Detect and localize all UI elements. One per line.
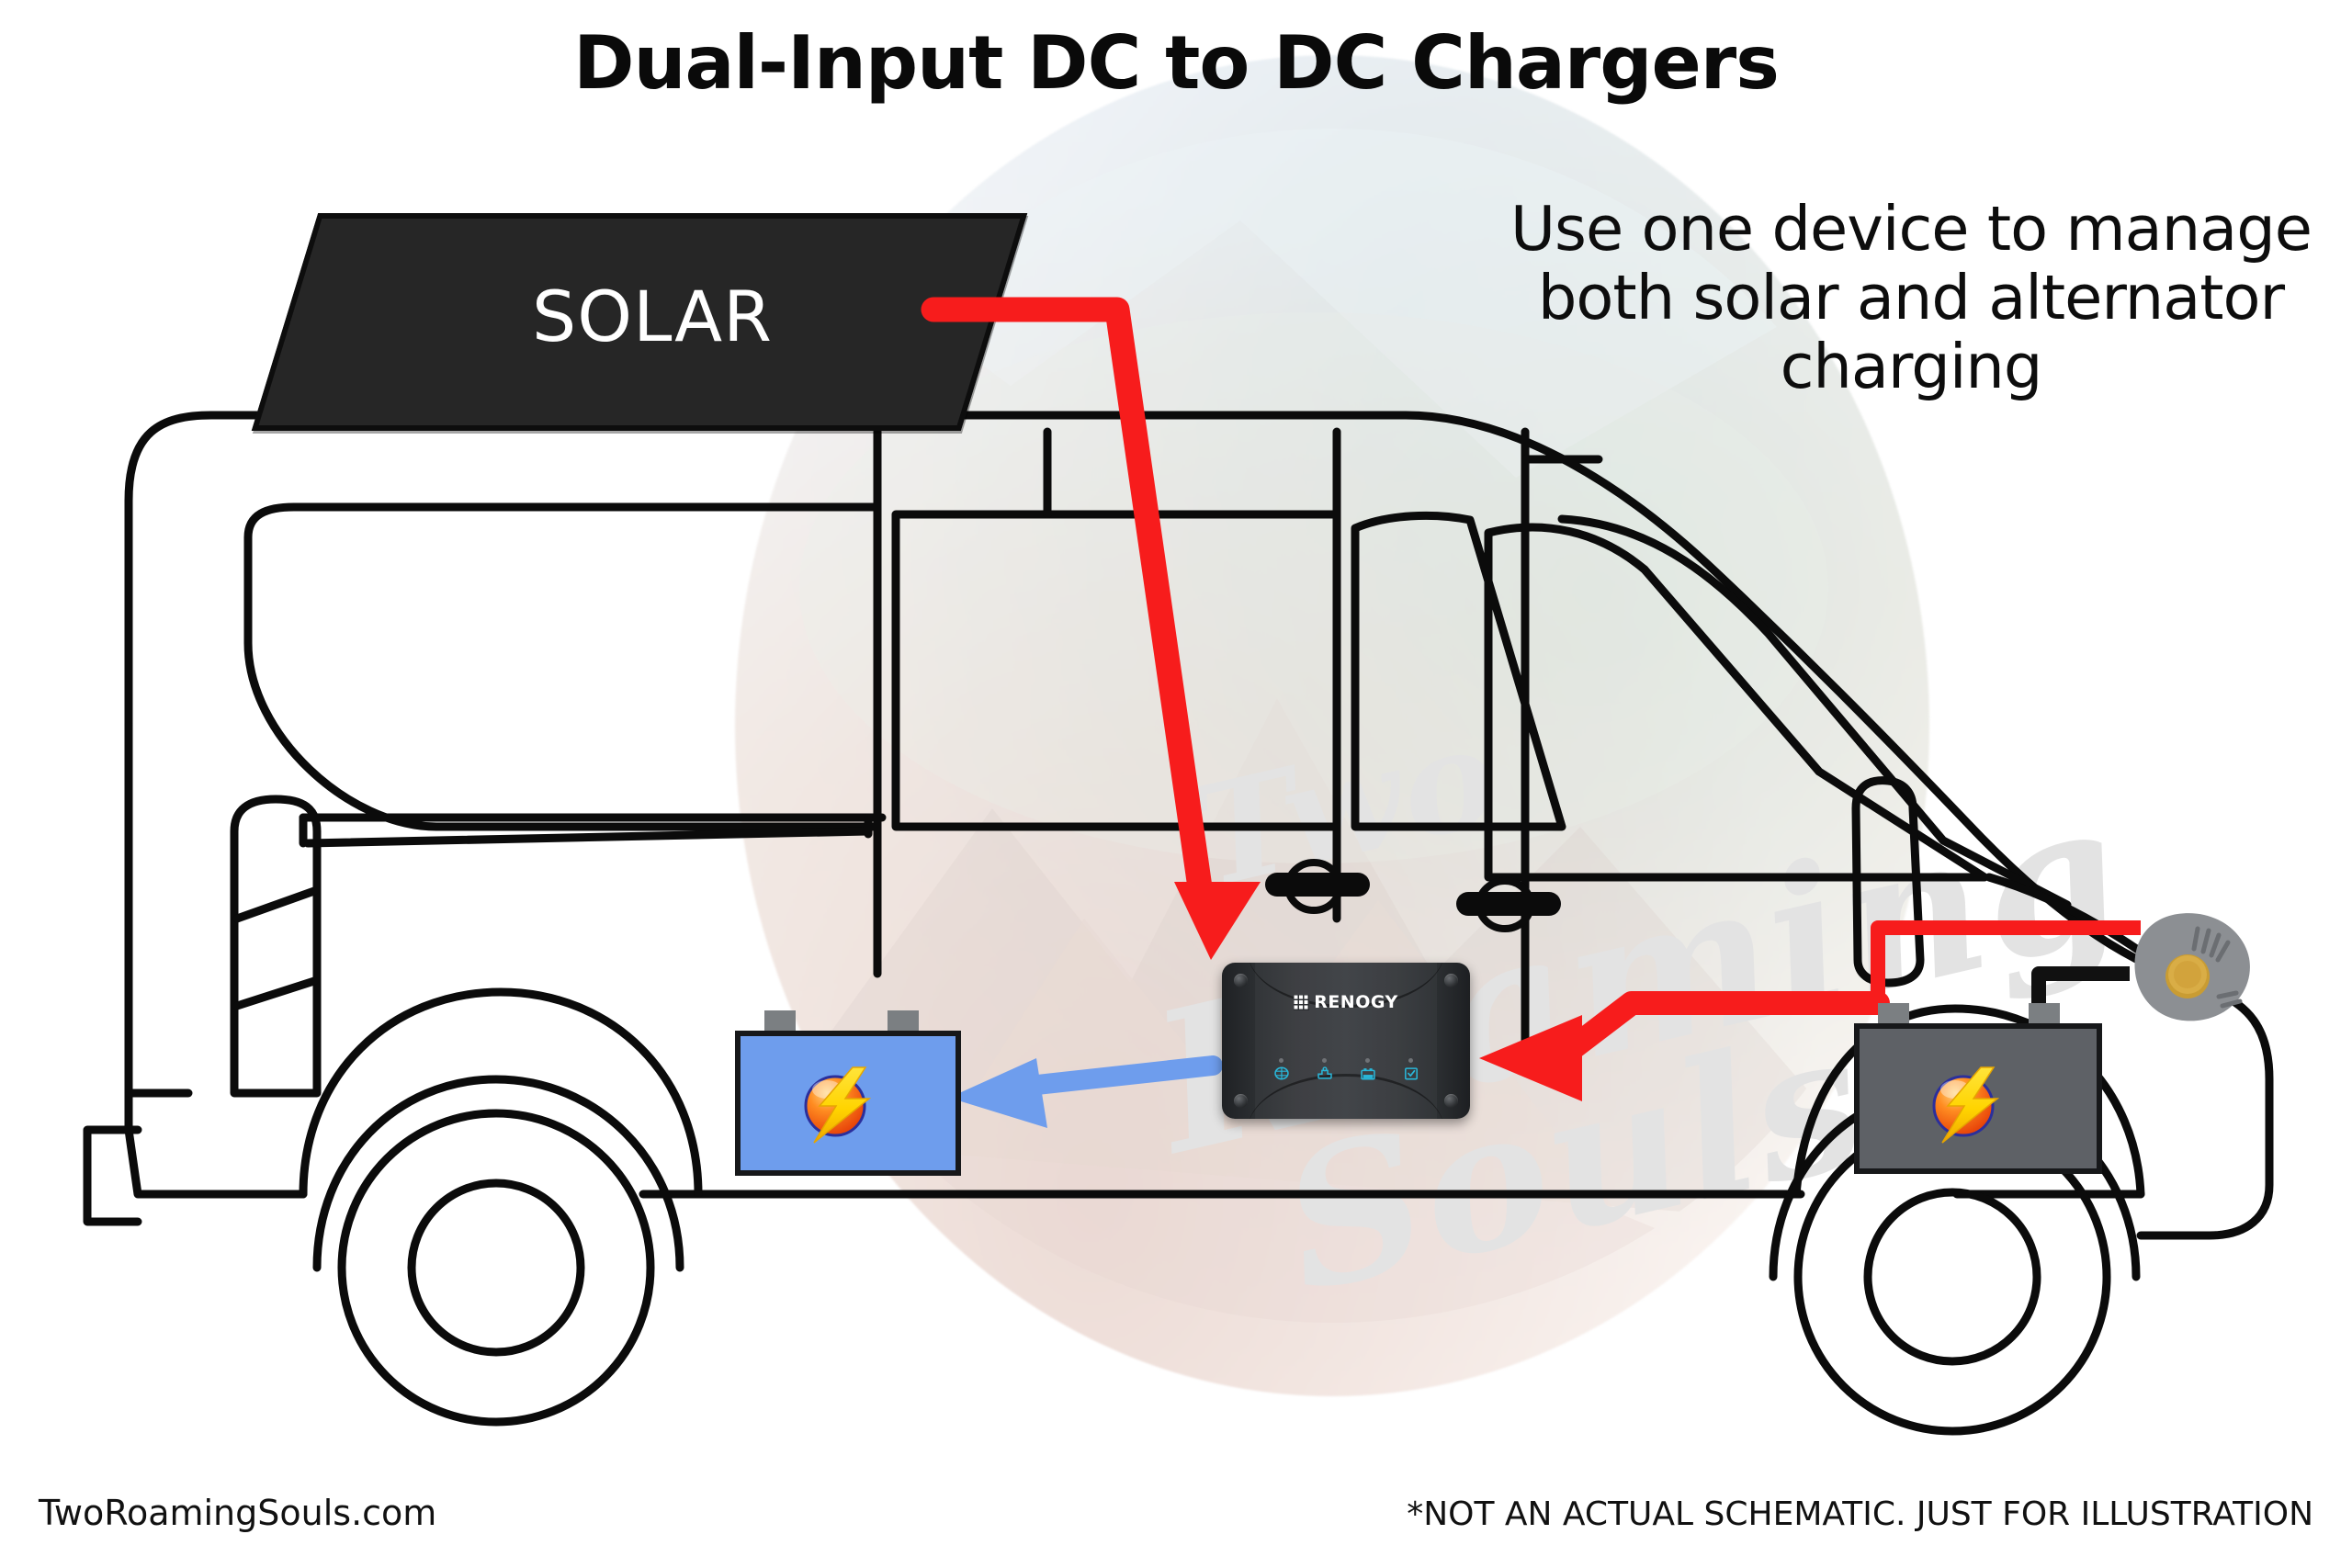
charge-bolt-icon [804,1066,872,1144]
house-battery-body [735,1031,961,1176]
battery-indicator [1359,1058,1377,1081]
charger-screw-top-left [1234,974,1248,987]
solar-input-indicator [1272,1058,1291,1081]
subtitle-text: Use one device to manage both solar and … [1510,193,2312,403]
charger-top-curve [1248,963,1444,1008]
solar-panel-label: SOLAR [532,276,773,357]
renogy-grid-mark-icon [1294,994,1310,1010]
disclaimer-text: *NOT AN ACTUAL SCHEMATIC. JUST FOR ILLUS… [1407,1495,2313,1533]
alternator-ground-wire [2031,966,2130,1009]
indicator-dot [1279,1058,1283,1063]
dc-to-dc-charger: RENOGY [1222,963,1470,1119]
solar-panel-icon [1273,1066,1289,1080]
alternator-input-indicator [1316,1058,1334,1081]
solar-to-charger-arrow [921,297,1261,960]
status-ok-indicator [1402,1058,1420,1081]
renogy-logo: RENOGY [1222,992,1470,1012]
site-credit: TwoRoamingSouls.com [39,1493,437,1533]
alternator-positive-wire [1871,920,2141,1003]
alternator [2134,913,2250,1021]
charger-to-house-battery-arrow [949,1055,1223,1128]
charger-screw-top-right [1444,974,1458,987]
starter-battery [1854,1003,2102,1174]
charger-screw-bottom-right [1444,1094,1458,1108]
battery-icon [1360,1068,1375,1080]
charger-indicator-row [1222,1058,1470,1081]
charger-screw-bottom-left [1234,1094,1248,1108]
renogy-wordmark: RENOGY [1314,992,1398,1012]
charge-bolt-icon [1932,1066,2000,1144]
indicator-dot [1365,1058,1370,1063]
indicator-dot [1322,1058,1327,1063]
alternator-to-charger-arrow [1479,991,1890,1101]
house-battery [735,1010,961,1176]
alternator-icon [1317,1066,1332,1079]
charger-bottom-curve [1248,1074,1444,1119]
page-title: Dual-Input DC to DC Chargers [573,20,1780,106]
indicator-dot [1408,1058,1413,1063]
check-box-icon [1404,1067,1418,1080]
